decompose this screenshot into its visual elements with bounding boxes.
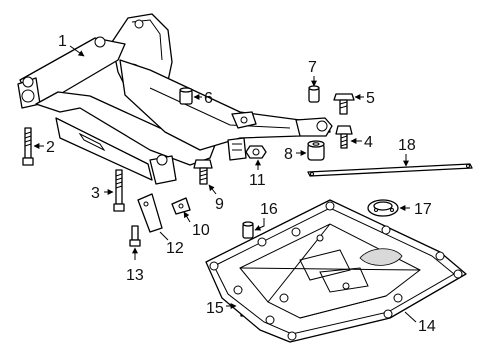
callout-11: 11: [249, 172, 266, 189]
callout-16: 16: [260, 201, 278, 218]
callout-6: 6: [204, 90, 213, 107]
callout-labels: 1 2 3 4 5 6 7 8 9 10 11 12 13 14 15 16 1…: [46, 33, 436, 335]
bushing-6[interactable]: [179, 87, 193, 105]
callout-14: 14: [418, 318, 436, 335]
sleeve-16[interactable]: [242, 221, 254, 239]
callout-17: 17: [414, 201, 432, 218]
callout-8: 8: [284, 146, 293, 163]
callout-13: 13: [126, 267, 144, 284]
subframe[interactable]: [17, 13, 333, 185]
bracket-10[interactable]: [171, 197, 191, 215]
stud-13[interactable]: [129, 225, 141, 247]
bolt-9[interactable]: [193, 159, 213, 185]
callout-18: 18: [398, 137, 416, 154]
bushing-8[interactable]: [307, 140, 325, 161]
callout-12: 12: [166, 240, 184, 257]
callout-2: 2: [46, 139, 55, 156]
callout-7: 7: [308, 59, 317, 76]
mount-17[interactable]: [367, 199, 399, 217]
callout-1: 1: [58, 33, 67, 50]
bolt-5[interactable]: [333, 93, 355, 115]
bolt-long-2[interactable]: [22, 127, 34, 166]
bolt-3[interactable]: [113, 169, 125, 212]
leader-lines: [33, 45, 417, 323]
callout-10: 10: [192, 222, 210, 239]
underbody-shield[interactable]: [205, 199, 467, 343]
callout-3: 3: [91, 185, 100, 202]
callout-15: 15: [206, 300, 224, 317]
bracket-12[interactable]: [137, 193, 163, 233]
callout-9: 9: [215, 196, 224, 213]
sleeve-7[interactable]: [308, 85, 320, 103]
bolt-4[interactable]: [335, 125, 353, 149]
nut-11[interactable]: [245, 145, 267, 159]
rod-18[interactable]: [307, 163, 473, 177]
callout-5: 5: [366, 90, 375, 107]
callout-4: 4: [364, 134, 373, 151]
